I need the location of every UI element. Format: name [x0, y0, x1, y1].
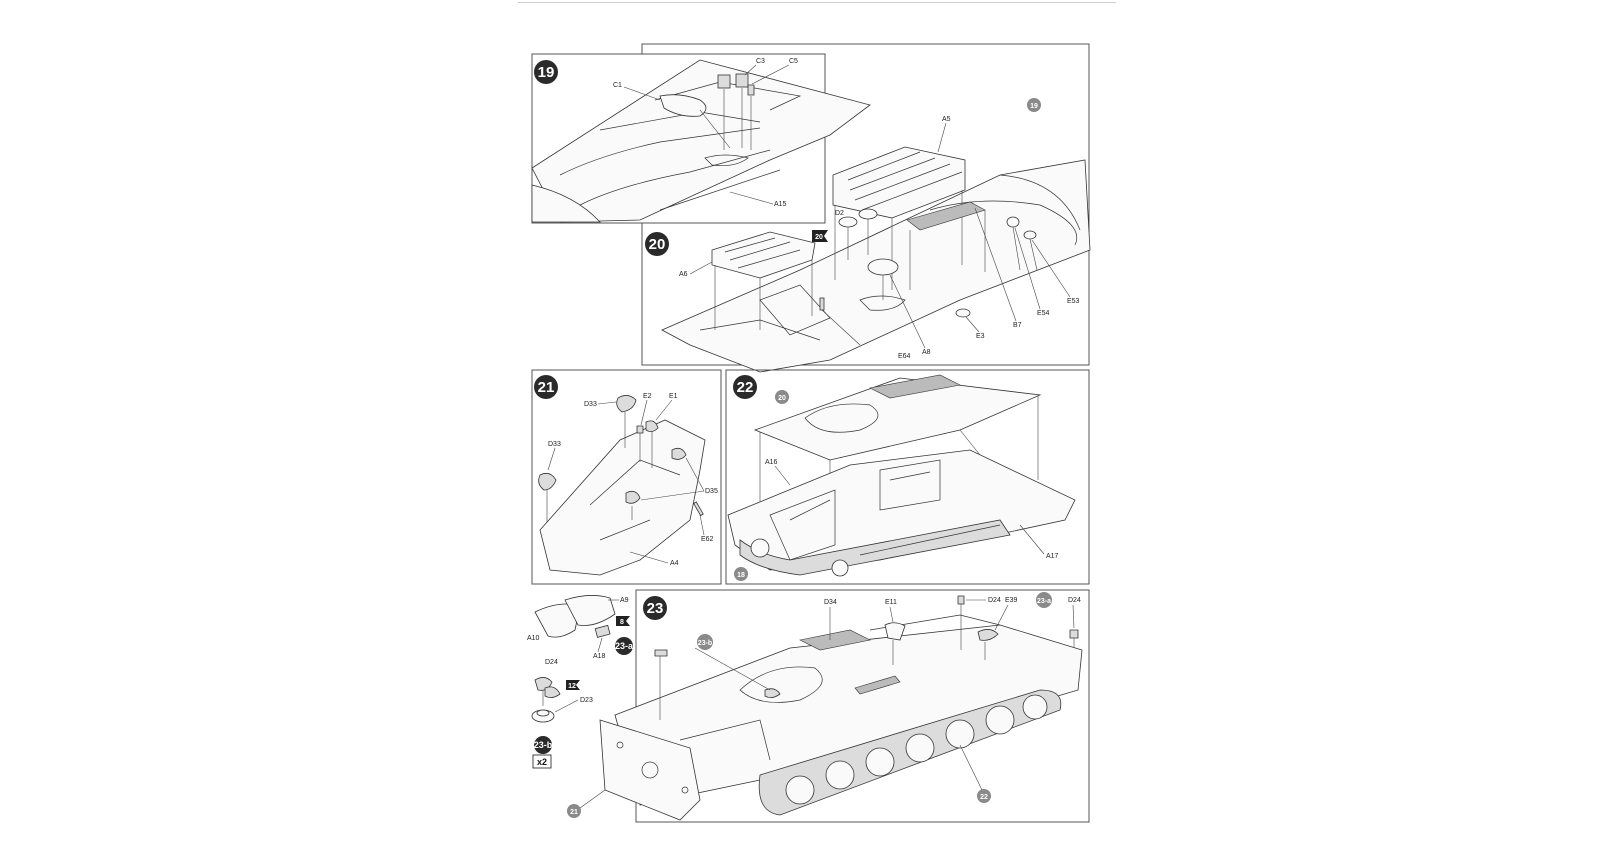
- reference-step-badge: 21: [567, 804, 581, 818]
- step-22-hull: [727, 374, 1076, 577]
- part-label: D34: [824, 599, 837, 606]
- svg-text:23-b: 23-b: [698, 640, 712, 647]
- svg-text:23-b: 23-b: [534, 740, 553, 750]
- part-label: E62: [701, 536, 714, 543]
- sub-step-23b-badge: 23-b: [534, 736, 553, 754]
- part-label: D33: [584, 401, 597, 408]
- part-label: A6: [679, 271, 688, 278]
- svg-text:20: 20: [778, 395, 786, 402]
- part-label: A17: [1046, 553, 1059, 560]
- part-label: D24: [988, 597, 1001, 604]
- sub-assembly-23a: [534, 595, 616, 638]
- svg-text:20: 20: [815, 234, 823, 241]
- step-23-frame: [635, 589, 1090, 823]
- part-label: D2: [835, 210, 844, 217]
- step-23-badge: 23: [643, 596, 667, 620]
- part-label: C1: [613, 82, 622, 89]
- svg-text:12: 12: [568, 683, 576, 690]
- svg-text:19: 19: [1030, 103, 1038, 110]
- part-label: A9: [620, 597, 629, 604]
- part-label: A5: [942, 116, 951, 123]
- part-label: A10: [527, 635, 540, 642]
- svg-text:18: 18: [737, 572, 745, 579]
- part-label: D33: [548, 441, 561, 448]
- part-label: A4: [670, 560, 679, 567]
- cross-reference-flag: 8: [616, 616, 630, 626]
- svg-text:21: 21: [538, 379, 555, 396]
- step-22-frame: [725, 369, 1090, 585]
- part-label: D23: [580, 697, 593, 704]
- reference-step-badge: 20: [775, 390, 789, 404]
- svg-text:19: 19: [538, 64, 555, 81]
- part-label: E3: [976, 333, 985, 340]
- part-label: A16: [765, 459, 778, 466]
- svg-text:8: 8: [620, 619, 624, 626]
- part-label: A18: [593, 653, 606, 660]
- top-rule: [518, 2, 1116, 3]
- part-label: E39: [1005, 597, 1018, 604]
- part-label: E1: [669, 393, 678, 400]
- sub-step-23a-badge: 23-a: [615, 637, 634, 655]
- step-20-hull: [661, 146, 1091, 373]
- step-19-badge: 19: [534, 60, 558, 84]
- part-label: E64: [898, 353, 911, 360]
- part-label: D24: [545, 659, 558, 666]
- part-label: A15: [774, 201, 787, 208]
- svg-text:21: 21: [570, 809, 578, 816]
- reference-step-badge: 19: [1027, 98, 1041, 112]
- svg-text:22: 22: [737, 379, 754, 396]
- step-21-badge: 21: [534, 375, 558, 399]
- quantity-box: x2: [532, 754, 552, 769]
- step-23-vehicle: [599, 595, 1083, 821]
- part-label: D35: [705, 488, 718, 495]
- part-label: C3: [756, 58, 765, 65]
- svg-text:22: 22: [980, 794, 988, 801]
- part-label: E53: [1067, 298, 1080, 305]
- cross-reference-flag: 12: [566, 680, 580, 690]
- step-21-plate: [538, 395, 706, 576]
- part-label: E2: [643, 393, 652, 400]
- step-21-frame: [531, 369, 722, 585]
- step-22-badge: 22: [733, 375, 757, 399]
- svg-text:20: 20: [649, 236, 666, 253]
- step-19-hull: [531, 59, 871, 223]
- svg-text:x2: x2: [537, 757, 547, 767]
- reference-step-badge: 22: [977, 789, 991, 803]
- part-label: E11: [885, 599, 897, 606]
- part-label: D24: [1068, 597, 1081, 604]
- svg-text:23: 23: [647, 600, 664, 617]
- part-label: E54: [1037, 310, 1050, 317]
- sub-assembly-23b: [531, 677, 561, 723]
- reference-step-badge: 18: [734, 567, 748, 581]
- sub-step-reference-badge: 23-b: [697, 634, 713, 650]
- cross-reference-flag: 20: [812, 230, 828, 242]
- svg-text:23-a: 23-a: [615, 641, 634, 651]
- svg-text:23-a: 23-a: [1037, 598, 1051, 605]
- step-20-badge: 20: [645, 232, 669, 256]
- part-label: C5: [789, 58, 798, 65]
- part-label: A8: [922, 349, 931, 356]
- part-label: B7: [1013, 322, 1022, 329]
- sub-step-reference-badge: 23-a: [1036, 592, 1052, 608]
